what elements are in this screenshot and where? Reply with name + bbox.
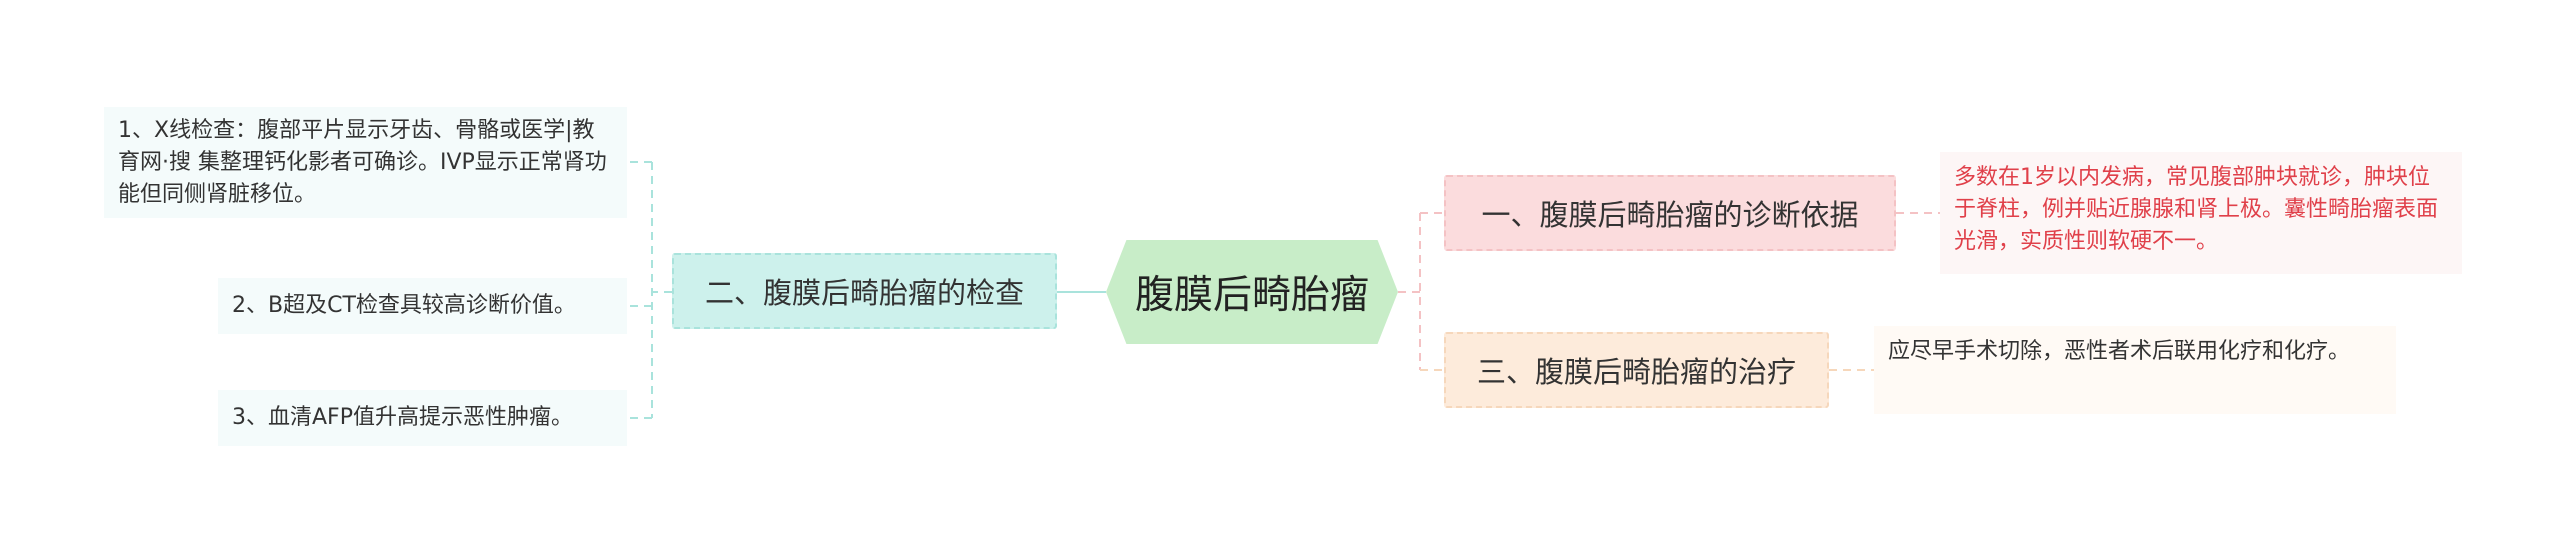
leaf-serum-afp[interactable]: 3、血清AFP值升高提示恶性肿瘤。 <box>218 390 627 446</box>
subtopic-treatment[interactable]: 三、腹膜后畸胎瘤的治疗 <box>1444 332 1829 408</box>
root-node[interactable]: 腹膜后畸胎瘤 <box>1106 240 1398 344</box>
root-label: 腹膜后畸胎瘤 <box>1134 273 1369 318</box>
subtopic-diagnosis[interactable]: 一、腹膜后畸胎瘤的诊断依据 <box>1444 175 1896 251</box>
subtopic-examination[interactable]: 二、腹膜后畸胎瘤的检查 <box>672 253 1057 329</box>
connector-root-trunk-right <box>1398 213 1421 370</box>
leaf-xray-exam[interactable]: 1、X线检查：腹部平片显示牙齿、骨骼或医学|教育网·搜 集整理钙化影者可确诊。I… <box>104 107 627 218</box>
subtopic-treatment-label: 三、腹膜后畸胎瘤的治疗 <box>1476 355 1796 389</box>
leaf-ultrasound-ct[interactable]: 2、B超及CT检查具较高诊断价值。 <box>218 278 627 334</box>
subtopic-diagnosis-label: 一、腹膜后畸胎瘤的诊断依据 <box>1481 198 1859 232</box>
subtopic-examination-label: 二、腹膜后畸胎瘤的检查 <box>704 276 1024 310</box>
leaf-treatment[interactable]: 应尽早手术切除，恶性者术后联用化疗和化疗。 <box>1874 326 2396 414</box>
leaf-diagnosis-basis-text: 多数在1岁以内发病，常见腹部肿块就诊，肿块位于脊柱，例并贴近腺腺和肾上极。囊性畸… <box>1954 165 2439 254</box>
leaf-treatment-text: 应尽早手术切除，恶性者术后联用化疗和化疗。 <box>1888 339 2351 364</box>
leaf-xray-exam-text: 1、X线检查：腹部平片显示牙齿、骨骼或医学|教育网·搜 集整理钙化影者可确诊。I… <box>118 118 607 207</box>
connector-exam-trunk <box>651 162 672 418</box>
leaf-diagnosis-basis[interactable]: 多数在1岁以内发病，常见腹部肿块就诊，肿块位于脊柱，例并贴近腺腺和肾上极。囊性畸… <box>1940 152 2462 274</box>
leaf-ultrasound-ct-text: 2、B超及CT检查具较高诊断价值。 <box>232 293 576 318</box>
leaf-serum-afp-text: 3、血清AFP值升高提示恶性肿瘤。 <box>232 405 573 430</box>
